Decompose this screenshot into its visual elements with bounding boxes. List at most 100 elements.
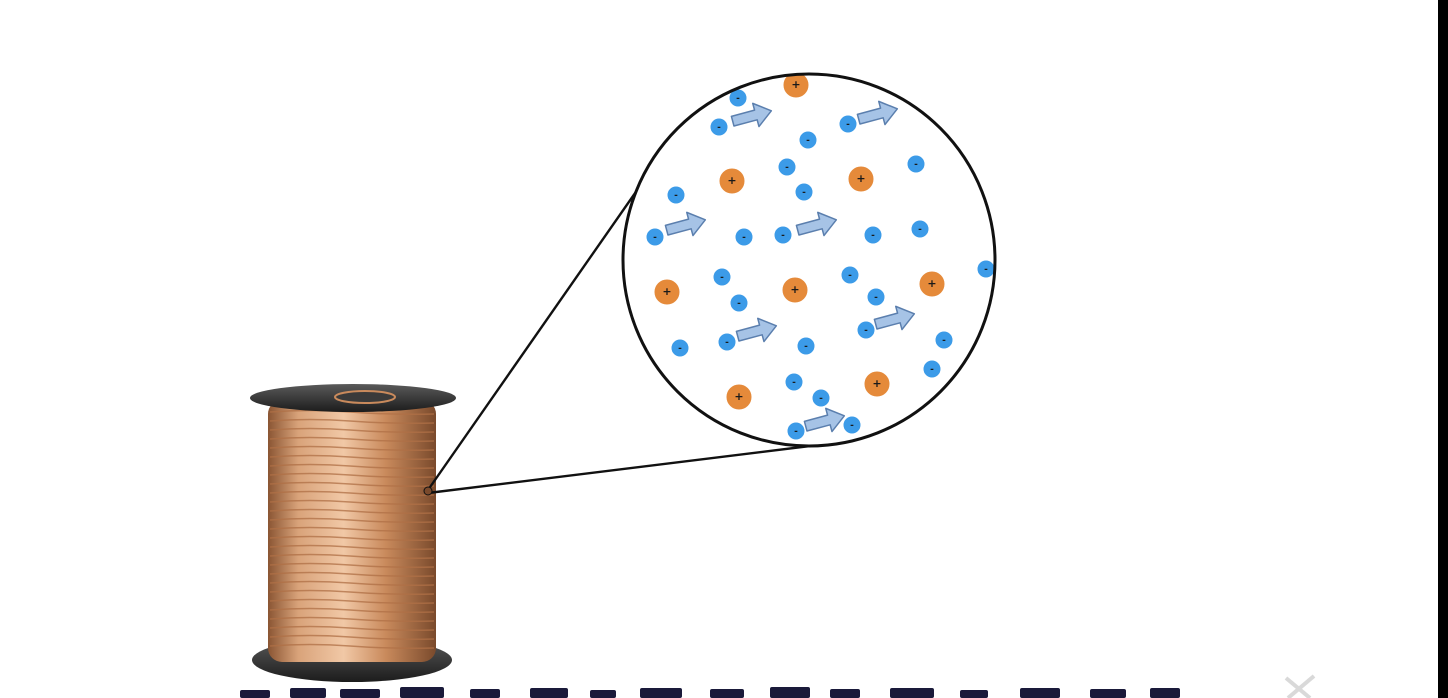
electron-flow-arrow — [730, 102, 773, 128]
coil-strand — [269, 436, 435, 442]
particle-layer: ++++++++---------------------------- — [645, 74, 995, 441]
electron-flow-arrow — [795, 211, 838, 237]
positive-ion: + — [847, 165, 875, 193]
coil-strand — [269, 562, 435, 568]
magnified-circle-bg — [623, 74, 995, 446]
positive-ion-label: + — [856, 172, 865, 185]
electron: - — [717, 332, 737, 352]
positive-ion-label: + — [662, 285, 671, 298]
electron-label: - — [930, 365, 934, 375]
electron: - — [811, 388, 831, 408]
electron: - — [976, 259, 995, 279]
coil-strand — [269, 409, 435, 415]
electron-label: - — [806, 136, 810, 146]
electron-flow-arrow — [856, 100, 899, 126]
electron-label: - — [874, 293, 878, 303]
electron-label: - — [653, 233, 657, 243]
electron: - — [786, 421, 806, 441]
spool-top-hub — [334, 390, 396, 404]
electron: - — [773, 225, 793, 245]
electron-label: - — [846, 120, 850, 130]
positive-ion: + — [918, 270, 946, 298]
magnified-circle-outline — [621, 72, 997, 448]
positive-ion-label: + — [790, 283, 799, 296]
electron-label: - — [785, 163, 789, 173]
electron-flow-arrow — [664, 211, 707, 237]
electron-label: - — [794, 427, 798, 437]
positive-ion-label: + — [727, 174, 736, 187]
electron: - — [798, 130, 818, 150]
electron-label: - — [819, 394, 823, 404]
electron: - — [934, 330, 954, 350]
electron-label: - — [942, 336, 946, 346]
window-edge — [1438, 0, 1448, 698]
electron: - — [838, 114, 858, 134]
electron-label: - — [914, 160, 918, 170]
electron: - — [866, 287, 886, 307]
coil-strand — [269, 580, 435, 586]
electron-flow-arrow — [873, 305, 916, 331]
electron-label: - — [678, 344, 682, 354]
coil-strand — [269, 499, 435, 505]
coil-strand — [269, 553, 435, 559]
electron-label: - — [850, 421, 854, 431]
positive-ion: + — [863, 370, 891, 398]
electron: - — [666, 185, 686, 205]
electron: - — [842, 415, 862, 435]
positive-ion-label: + — [927, 277, 936, 290]
electron: - — [670, 338, 690, 358]
electron: - — [794, 182, 814, 202]
electron-label: - — [720, 273, 724, 283]
electron-label: - — [725, 338, 729, 348]
coil-strand — [269, 517, 435, 523]
spool-copper-coil — [268, 400, 436, 662]
coil-strand — [269, 616, 435, 622]
coil-strands — [269, 409, 435, 649]
coil-strand — [269, 598, 435, 604]
electron-label: - — [848, 271, 852, 281]
positive-ion: + — [782, 74, 810, 99]
positive-ion: + — [781, 276, 809, 304]
coil-strand — [269, 544, 435, 550]
electron-label: - — [984, 265, 988, 275]
coil-strand — [269, 535, 435, 541]
coil-strand — [269, 463, 435, 469]
electron-flow-arrow — [735, 317, 778, 343]
electron-label: - — [737, 299, 741, 309]
positive-ion-label: + — [791, 78, 800, 91]
electron-label: - — [674, 191, 678, 201]
electron: - — [784, 372, 804, 392]
zoom-line-upper — [427, 185, 641, 491]
electron: - — [910, 219, 930, 239]
electron: - — [734, 227, 754, 247]
positive-ion: + — [718, 167, 746, 195]
electron-label: - — [792, 378, 796, 388]
electron-label: - — [802, 188, 806, 198]
electron: - — [863, 225, 883, 245]
electron-label: - — [781, 231, 785, 241]
electron-label: - — [717, 123, 721, 133]
positive-ion-label: + — [872, 377, 881, 390]
positive-ion-label: + — [734, 390, 743, 403]
coil-strand — [269, 472, 435, 478]
electron-label: - — [918, 225, 922, 235]
caption-strip — [230, 686, 1210, 698]
electron-flow-arrow — [803, 407, 846, 433]
electron: - — [840, 265, 860, 285]
coil-strand — [269, 634, 435, 640]
close-icon[interactable] — [1280, 672, 1320, 698]
coil-strand — [269, 490, 435, 496]
coil-strand — [269, 571, 435, 577]
coil-strand — [269, 625, 435, 631]
electron-label: - — [871, 231, 875, 241]
electron: - — [777, 157, 797, 177]
copper-wire-spool — [250, 384, 456, 682]
caption-glyphs — [240, 687, 1180, 698]
coil-strand — [269, 454, 435, 460]
coil-strand — [269, 643, 435, 649]
electron: - — [906, 154, 926, 174]
electron: - — [729, 293, 749, 313]
electron-label: - — [742, 233, 746, 243]
